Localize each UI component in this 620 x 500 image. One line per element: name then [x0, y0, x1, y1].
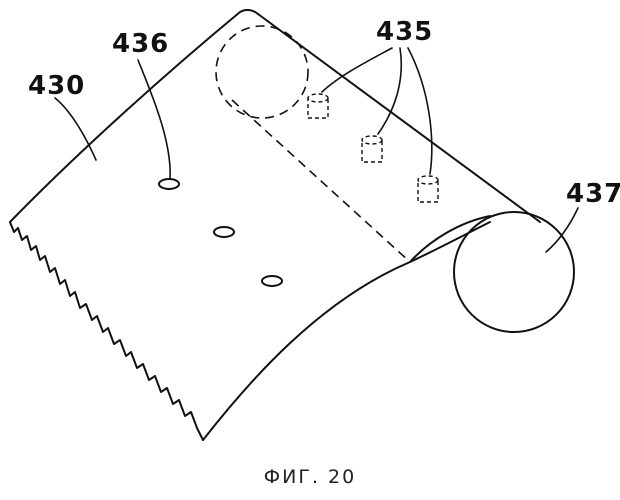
leader-435-c — [408, 48, 432, 174]
label-435: 435 — [376, 17, 433, 47]
post-2 — [362, 136, 382, 162]
hole-3 — [262, 276, 282, 286]
roll-end — [454, 212, 574, 332]
label-437: 437 — [566, 179, 620, 209]
sheet-torn-edge — [10, 222, 203, 440]
leader-435-b — [378, 48, 401, 134]
figure-caption: ФИГ. 20 — [0, 466, 620, 488]
sheet-front-edge — [203, 222, 490, 440]
hole-1 — [159, 179, 179, 189]
hole-2 — [214, 227, 234, 237]
leader-437 — [546, 208, 578, 252]
post-1 — [308, 94, 328, 118]
sheet-hidden-edge — [232, 100, 410, 262]
label-430: 430 — [28, 71, 85, 101]
leader-430 — [55, 98, 96, 160]
post-3 — [418, 176, 438, 202]
leader-436 — [138, 60, 170, 178]
label-436: 436 — [112, 29, 169, 59]
